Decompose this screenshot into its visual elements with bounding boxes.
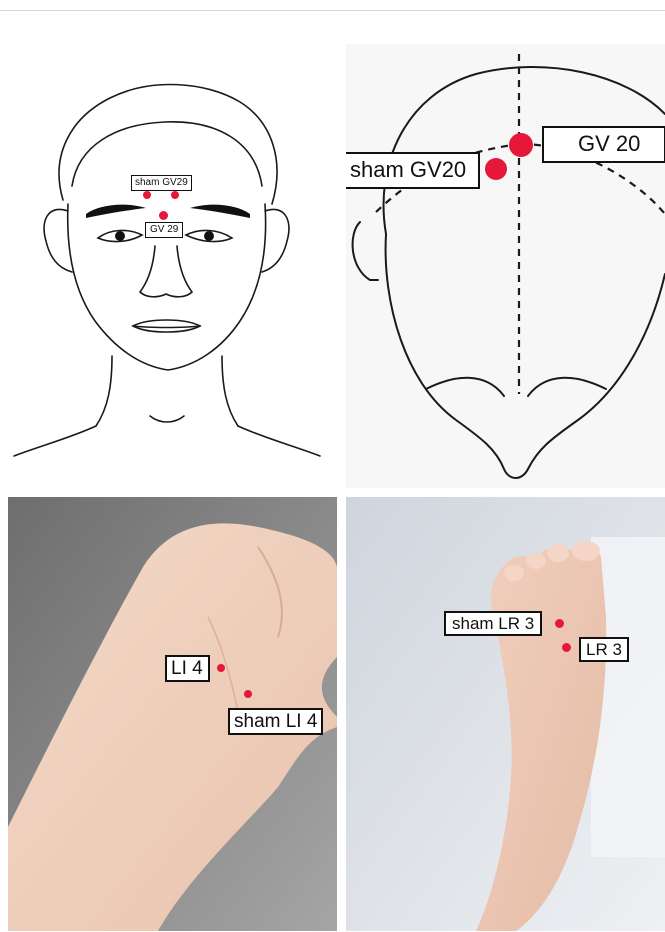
point-li4 (217, 664, 225, 672)
foot-panel: sham LR 3 LR 3 (346, 497, 665, 931)
point-gv29 (159, 211, 168, 220)
point-sham-lr3 (555, 619, 564, 628)
label-gv20: GV 20 (542, 126, 665, 163)
point-sham-gv29-left (143, 191, 151, 199)
point-lr3 (562, 643, 571, 652)
face-panel: sham GV29 GV 29 (0, 36, 336, 488)
face-drawing (0, 36, 336, 488)
label-li4: LI 4 (165, 655, 210, 682)
point-sham-gv29-right (171, 191, 179, 199)
head-panel: GV 20 sham GV20 (346, 44, 665, 488)
label-gv29: GV 29 (145, 222, 183, 238)
point-sham-li4 (244, 690, 252, 698)
label-sham-gv29: sham GV29 (131, 175, 192, 191)
head-drawing (346, 44, 665, 488)
point-gv20 (509, 133, 533, 157)
foot-illustration (346, 497, 665, 931)
point-sham-gv20 (485, 158, 507, 180)
top-divider (0, 10, 665, 11)
label-sham-li4: sham LI 4 (228, 708, 323, 735)
label-lr3: LR 3 (579, 637, 629, 662)
hand-panel: LI 4 sham LI 4 (8, 497, 337, 931)
label-sham-lr3: sham LR 3 (444, 611, 542, 636)
label-sham-gv20: sham GV20 (346, 152, 480, 189)
